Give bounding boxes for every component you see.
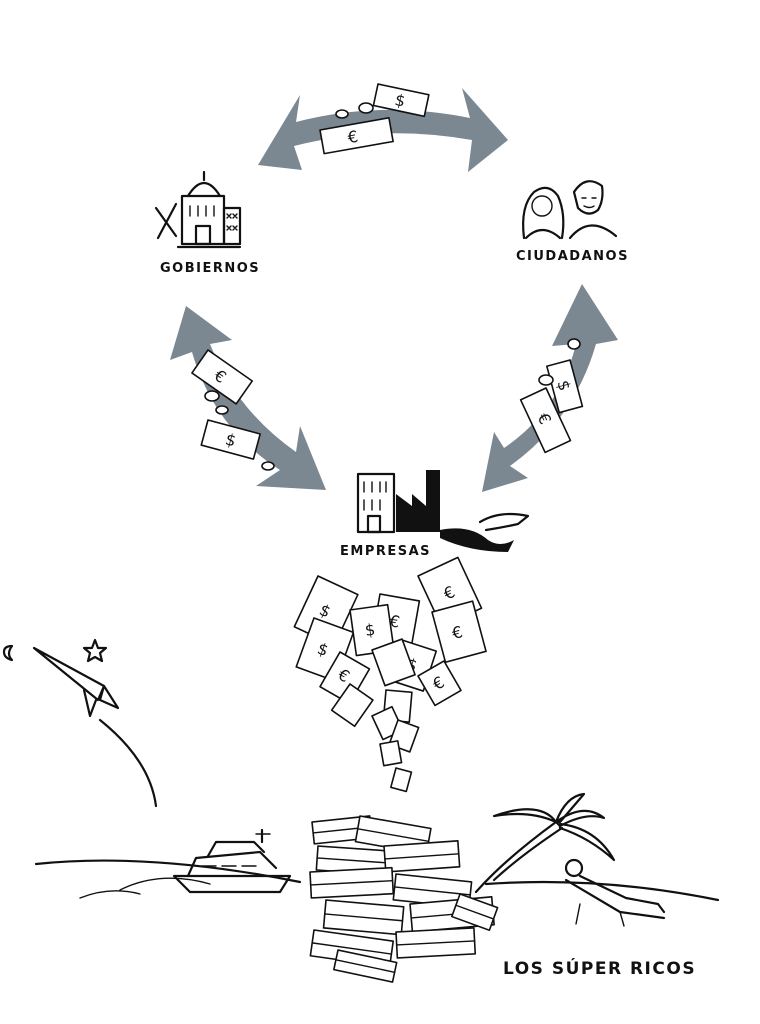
top-money-notes: $ € xyxy=(319,83,430,155)
sunbather-icon xyxy=(564,858,666,927)
governments-label: GOBIERNOS xyxy=(160,261,260,276)
left-double-arrow xyxy=(170,306,326,490)
government-building-icon xyxy=(154,170,242,249)
citizens-icon xyxy=(522,180,618,240)
right-money-notes: $ € xyxy=(519,338,584,454)
factory-icon xyxy=(356,470,530,552)
citizens-label: CIUDADANOS xyxy=(516,249,629,264)
right-double-arrow xyxy=(482,284,618,492)
companies-label: EMPRESAS xyxy=(340,544,431,559)
svg-text:$: $ xyxy=(553,378,574,393)
svg-text:€: € xyxy=(346,127,359,147)
palm-tree-icon xyxy=(474,792,616,894)
svg-text:$: $ xyxy=(223,430,238,451)
left-money-notes: € $ xyxy=(191,349,275,471)
yacht-icon xyxy=(172,828,292,894)
rocket-icon xyxy=(2,638,158,808)
falling-money-notes: $ € € $ € $ $ € € xyxy=(293,556,487,793)
svg-text:$: $ xyxy=(364,620,377,640)
super-rich-label: LOS SÚPER RICOS xyxy=(503,957,696,979)
svg-text:$: $ xyxy=(393,90,407,111)
money-pile-icon xyxy=(309,815,499,983)
svg-text:€: € xyxy=(450,622,465,643)
